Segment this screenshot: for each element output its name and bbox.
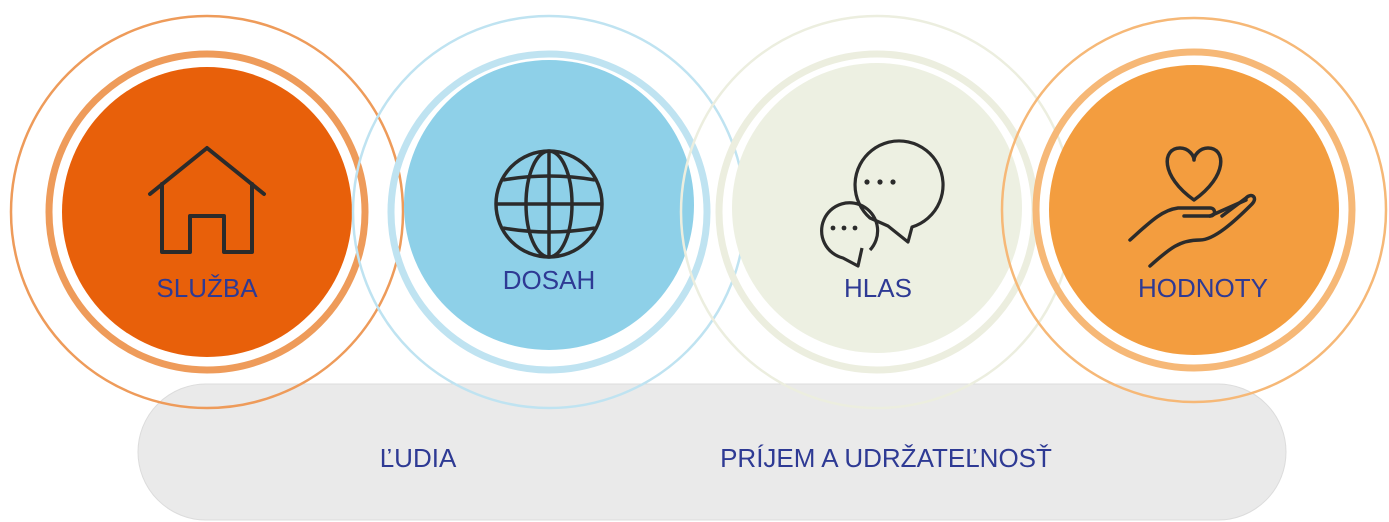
heart-in-hand-icon <box>1128 146 1257 268</box>
pillar-dosah: DOSAH <box>351 14 747 410</box>
chat-bubbles-icon <box>820 139 945 268</box>
outer-ring <box>1000 16 1388 404</box>
pillar-hlas: HLAS <box>679 14 1075 410</box>
house-icon <box>148 146 266 254</box>
outer-ring <box>9 14 405 410</box>
inner-ring <box>387 50 711 374</box>
pillar-disc <box>62 67 352 357</box>
foundation-label-people: ĽUDIA <box>380 443 457 473</box>
pillar-disc <box>1049 65 1339 355</box>
pillar-label: HLAS <box>844 273 912 303</box>
pillar-label: DOSAH <box>503 265 595 295</box>
inner-ring <box>45 50 369 374</box>
pillar-hodnoty: HODNOTY <box>1000 16 1388 404</box>
pillar-label: SLUŽBA <box>156 273 258 303</box>
globe-icon <box>494 149 604 259</box>
pillar-sluzba: SLUŽBA <box>9 14 405 410</box>
foundation-label-income: PRÍJEM A UDRŽATEĽNOSŤ <box>720 443 1052 473</box>
inner-ring <box>1032 48 1356 372</box>
pillar-label: HODNOTY <box>1138 273 1268 303</box>
foundation-band <box>137 383 1287 521</box>
